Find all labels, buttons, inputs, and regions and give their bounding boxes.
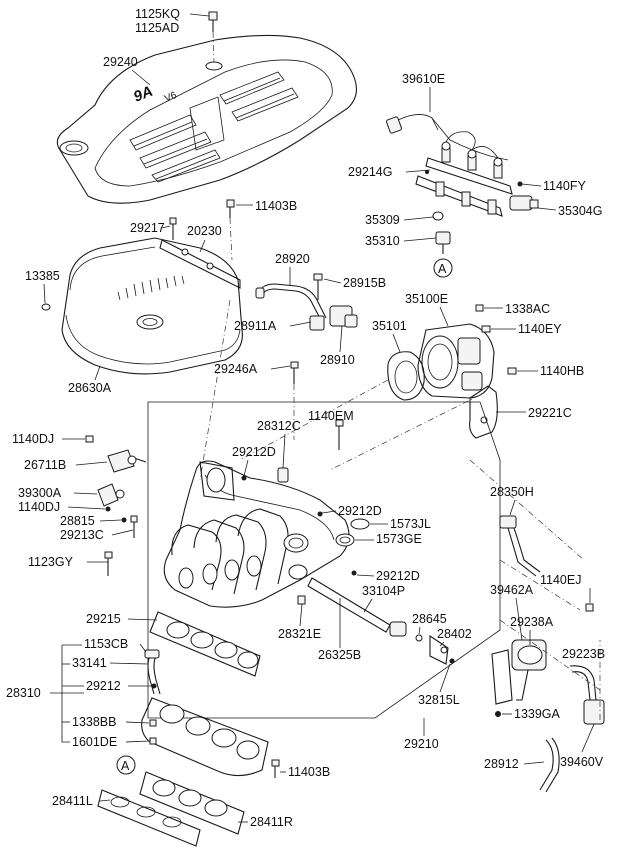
label-28920: 28920 [275,252,310,266]
oring-1573JL [350,518,370,530]
label-33141: 33141 [72,656,107,670]
gasket-29215 [149,611,261,677]
label-1573JL: 1573JL [390,517,431,531]
label-29238A: 29238A [510,615,554,629]
label-29212D-b: 29212D [338,504,382,518]
label-35100E: 35100E [405,292,448,306]
pipe-29223B [569,665,605,725]
cover-logo-text: 9A [131,83,155,106]
label-1140EY: 1140EY [518,322,562,336]
label-28310: 28310 [6,686,41,700]
label-35101: 35101 [372,319,407,333]
label-20230: 20230 [187,224,222,238]
hose-28350H [499,515,541,577]
label-1573GE: 1573GE [376,532,422,546]
label-1140HB: 1140HB [540,364,584,378]
label-33104P: 33104P [362,584,405,598]
gasket-28411L [97,789,201,847]
actuator-29238A [491,639,547,705]
ref-a-top-text: A [438,262,447,276]
label-32815L: 32815L [418,693,460,707]
label-1140EJ: 1140EJ [540,573,581,587]
label-28912: 28912 [484,757,519,771]
oring-1573GE [335,533,355,547]
label-13385: 13385 [25,269,60,283]
label-29221C: 29221C [528,406,572,420]
label-28411R: 28411R [250,815,293,829]
manifold-group-frame [147,401,501,719]
label-28645: 28645 [412,612,447,626]
label-26325B: 26325B [318,648,361,662]
label-1339GA: 1339GA [514,707,561,721]
ref-marker-a-bottom [116,755,136,775]
label-39610E: 39610E [402,72,445,86]
pcv-hose-assembly [255,273,358,331]
bolt-1125KQ [208,11,218,63]
label-39300A: 39300A [18,486,62,500]
label-1140DJ-a: 1140DJ [12,432,54,446]
label-1140FY: 1140FY [543,179,587,193]
label-29240: 29240 [103,55,138,69]
label-1338AC: 1338AC [505,302,550,316]
bolt-29246A [290,361,299,384]
label-1123GY: 1123GY [28,555,74,569]
label-28350H: 28350H [490,485,534,499]
label-26711B: 26711B [24,458,66,472]
label-28402: 28402 [437,627,472,641]
label-35309: 35309 [365,213,400,227]
throttle-body-35100E [387,304,517,439]
valve-39300A [97,483,127,523]
bolt-11403B-top [226,199,235,261]
fuel-rail-assembly [386,114,539,254]
label-28321E: 28321E [278,627,321,641]
label-29212D-a: 29212D [232,445,276,459]
label-29213C: 29213C [60,528,104,542]
label-1601DE: 1601DE [72,735,117,749]
label-29215: 29215 [86,612,121,626]
label-28911A: 28911A [234,319,277,333]
label-1125KQ: 1125KQ [135,7,180,21]
label-28915B: 28915B [343,276,386,290]
gasket-28411R [139,771,245,835]
label-39460V: 39460V [560,755,604,769]
label-29246A: 29246A [214,362,258,376]
resonator-cover-28630A [41,217,243,375]
ref-a-bottom-text: A [121,759,130,773]
label-29210: 29210 [404,737,439,751]
label-1153CB: 1153CB [84,637,128,651]
label-28312C: 28312C [257,419,301,433]
hose-28912 [539,737,560,793]
label-35310: 35310 [365,234,400,248]
label-1338BB: 1338BB [72,715,116,729]
ref-marker-a-top [433,258,453,278]
label-29223B: 29223B [562,647,605,661]
label-1140DJ-b: 1140DJ [18,500,60,514]
label-29212D-c: 29212D [376,569,420,583]
label-28910: 28910 [320,353,355,367]
label-29212: 29212 [86,679,121,693]
label-29214G: 29214G [348,165,392,179]
label-11403B-top: 11403B [255,199,297,213]
label-28630A: 28630A [68,381,112,395]
label-11403B-bottom: 11403B [288,765,330,779]
label-29217: 29217 [130,221,165,235]
label-1140EM: 1140EM [308,409,354,423]
sensor-26711B [85,435,147,473]
cover-v6-text: V6 [163,90,179,105]
label-28815: 28815 [60,514,95,528]
label-28411L: 28411L [52,794,93,808]
engine-cover-29240: 9A V6 [56,34,357,204]
intake-manifold-29210 [163,460,350,608]
label-1125AD: 1125AD [135,21,179,35]
lower-manifold-28310 [141,649,280,778]
label-39462A: 39462A [490,583,534,597]
label-35304G: 35304G [558,204,602,218]
